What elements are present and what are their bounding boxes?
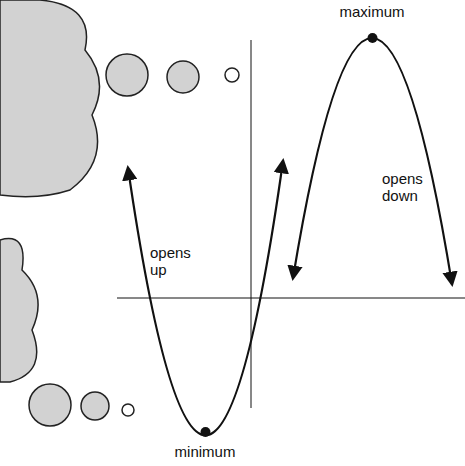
- vertex-dot: [368, 33, 378, 43]
- y-axis: [251, 40, 252, 408]
- x-axis: [117, 298, 465, 299]
- vertex-label: minimum: [175, 443, 236, 460]
- thought-bubble: [167, 61, 199, 93]
- downward-parabola: [293, 38, 452, 284]
- direction-label: opens up: [150, 244, 202, 278]
- thought-bubble: [122, 404, 134, 416]
- direction-label: opens down: [382, 170, 434, 204]
- thought-cloud: [0, 239, 38, 382]
- vertex-dot: [201, 427, 211, 437]
- upward-parabola: [128, 161, 283, 435]
- vertex-label: maximum: [339, 3, 404, 20]
- thought-bubble: [81, 392, 109, 420]
- thought-bubble: [106, 54, 148, 96]
- thought-bubble: [29, 384, 71, 426]
- thought-cloud: [0, 0, 100, 197]
- thought-bubble: [225, 68, 239, 82]
